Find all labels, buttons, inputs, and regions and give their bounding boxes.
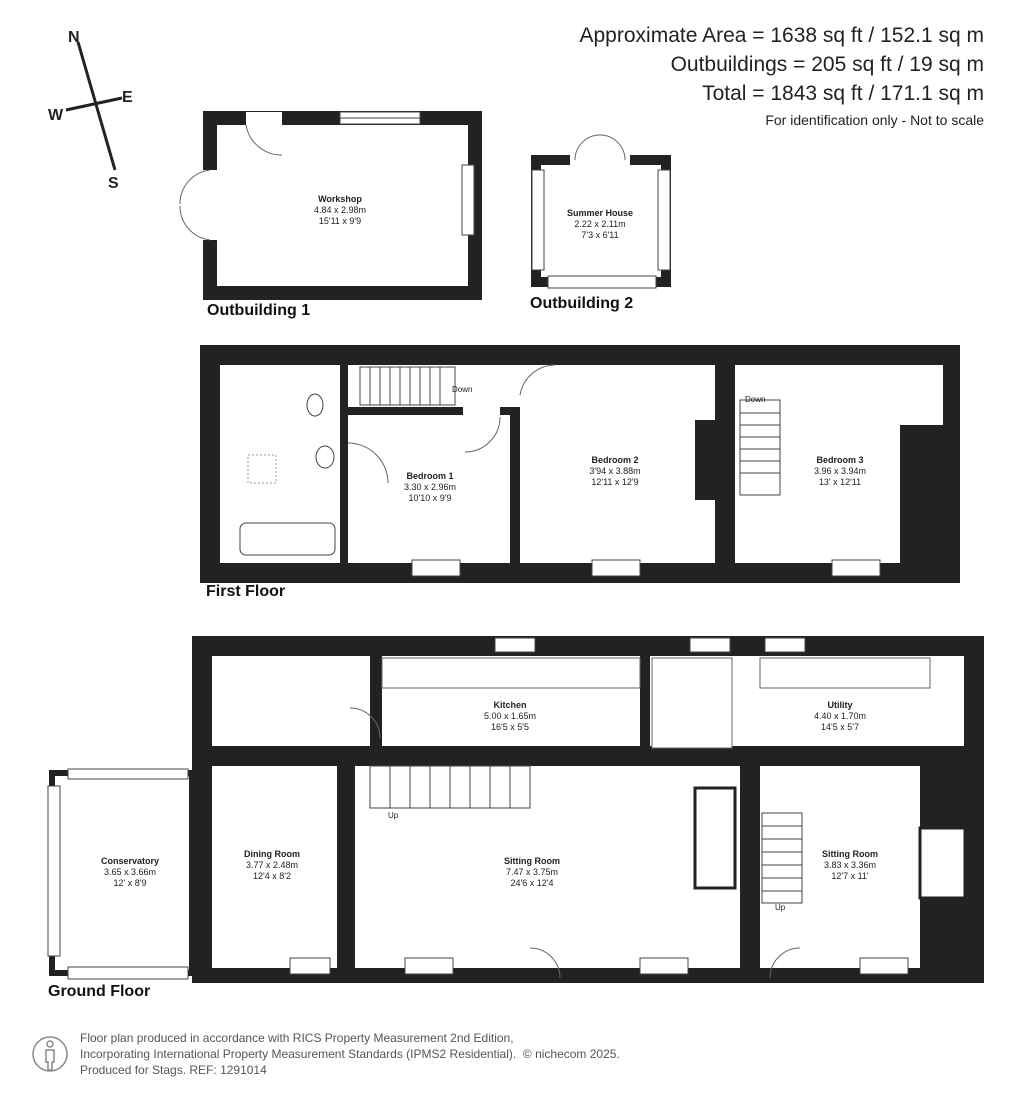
dining-imperial: 12'4 x 8'2 <box>253 871 291 881</box>
summer-house-metric: 2.22 x 2.11m <box>574 219 625 229</box>
first-floor-stairs-1 <box>359 366 456 406</box>
summer-house-imperial: 7'3 x 6'11 <box>581 230 618 240</box>
approximate-area: Approximate Area = 1638 sq ft / 152.1 sq… <box>579 24 985 47</box>
utility-imperial: 14'5 x 5'7 <box>821 722 859 732</box>
bedroom2-metric: 3'94 x 3.88m <box>589 466 640 476</box>
first-floor-down-1: Down <box>452 385 472 394</box>
kitchen-imperial: 16'5 x 5'5 <box>491 722 529 732</box>
footer-line1: Floor plan produced in accordance with R… <box>80 1031 514 1045</box>
sitting-room2-name: Sitting Room <box>822 849 878 859</box>
footer-text: Floor plan produced in accordance with R… <box>80 1030 620 1078</box>
bedroom1-imperial: 10'10 x 9'9 <box>409 493 452 503</box>
sitting-room1-metric: 7.47 x 3.75m <box>506 867 558 877</box>
first-floor-down-2: Down <box>745 395 765 404</box>
summer-house-name: Summer House <box>567 208 633 218</box>
ground-floor-up-2: Up <box>775 903 786 912</box>
compass-west: W <box>48 107 64 124</box>
sitting-room2-metric: 3.83 x 3.36m <box>824 860 876 870</box>
sitting-room2-imperial: 12'7 x 11' <box>831 871 869 881</box>
compass-rose: N E S W <box>48 29 133 192</box>
sitting-room1-name: Sitting Room <box>504 856 560 866</box>
sitting-room1-imperial: 24'6 x 12'4 <box>511 878 554 888</box>
footer-copyright: © nichecom 2025. <box>522 1047 620 1061</box>
outbuilding2-label: Outbuilding 2 <box>530 295 634 312</box>
kitchen-name: Kitchen <box>493 700 526 710</box>
bedroom1-metric: 3.30 x 2.96m <box>404 482 456 492</box>
first-floor-stairs-2 <box>739 399 781 496</box>
footer-line2-wrap: Incorporating International Property Mea… <box>80 1046 620 1062</box>
utility-metric: 4.40 x 1.70m <box>814 711 866 721</box>
person-icon <box>32 1036 68 1072</box>
ground-floor-label: Ground Floor <box>48 983 151 1000</box>
outbuilding1-plan: Workshop 4.84 x 2.98m 15'11 x 9'9 <box>179 111 482 300</box>
outbuilding2-plan: Summer House 2.22 x 2.11m 7'3 x 6'11 <box>531 134 671 289</box>
workshop-metric: 4.84 x 2.98m <box>314 205 366 215</box>
first-floor-label: First Floor <box>206 583 286 600</box>
outbuildings-area: Outbuildings = 205 sq ft / 19 sq m <box>670 53 984 76</box>
first-floor-plan: Down Down Bedroom 1 3.30 x 2.96m 10'10 x… <box>200 345 960 583</box>
dining-name: Dining Room <box>244 849 300 859</box>
ground-floor-stairs-1 <box>369 765 531 809</box>
workshop-name: Workshop <box>318 194 362 204</box>
ground-floor-up-1: Up <box>388 811 399 820</box>
ground-floor-plan: Up Up Kitchen 5.00 x 1.65m 16'5 x 5'5 Ut… <box>47 636 984 983</box>
workshop-imperial: 15'11 x 9'9 <box>319 216 361 226</box>
utility-name: Utility <box>827 700 852 710</box>
conservatory-imperial: 12' x 8'9 <box>114 878 147 888</box>
dining-metric: 3.77 x 2.48m <box>246 860 298 870</box>
footer-line3: Produced for Stags. REF: 1291014 <box>80 1063 267 1077</box>
compass-south: S <box>108 175 119 192</box>
total-area: Total = 1843 sq ft / 171.1 sq m <box>702 82 984 105</box>
bedroom1-name: Bedroom 1 <box>406 471 453 481</box>
conservatory-metric: 3.65 x 3.66m <box>104 867 156 877</box>
scale-note: For identification only - Not to scale <box>765 112 984 128</box>
bedroom3-imperial: 13' x 12'11 <box>819 477 861 487</box>
kitchen-metric: 5.00 x 1.65m <box>484 711 536 721</box>
bedroom3-metric: 3.96 x 3.94m <box>814 466 866 476</box>
compass-north: N <box>68 29 80 46</box>
outbuilding1-label: Outbuilding 1 <box>207 302 311 319</box>
compass-east: E <box>122 89 133 106</box>
bedroom2-imperial: 12'11 x 12'9 <box>591 477 638 487</box>
bedroom3-name: Bedroom 3 <box>816 455 863 465</box>
ground-floor-stairs-2 <box>761 812 803 904</box>
footer-line2: Incorporating International Property Mea… <box>80 1047 517 1061</box>
bedroom2-name: Bedroom 2 <box>591 455 638 465</box>
conservatory-name: Conservatory <box>101 856 159 866</box>
